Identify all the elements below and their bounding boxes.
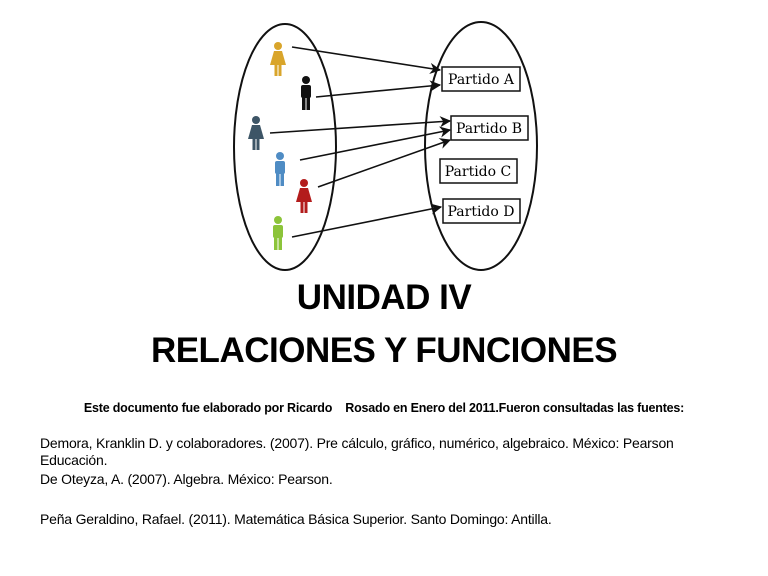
domain-set-ellipse (233, 23, 337, 271)
mapping-arrow (269, 116, 452, 134)
person-male-icon (273, 216, 283, 250)
reference-item: De Oteyza, A. (2007). Algebra. México: P… (40, 471, 333, 487)
title-line-1: UNIDAD IV (296, 278, 472, 317)
party-label: Partido C (445, 164, 512, 180)
credit-text: Este documento fue elaborado por Ricardo… (83, 401, 685, 415)
person-male-icon (301, 76, 311, 110)
party-label: Partido B (456, 121, 522, 137)
relation-diagram: Partido A Partido B Partido C Partido D (233, 21, 538, 271)
person-female-icon (296, 179, 312, 213)
mapping-arrow (291, 203, 443, 238)
reference-item: Peña Geraldino, Rafael. (2011). Matemáti… (40, 511, 552, 527)
person-female-icon (248, 116, 264, 150)
party-a-box: Partido A (441, 66, 521, 92)
party-c-box: Partido C (439, 158, 518, 184)
mapping-arrow (315, 80, 442, 98)
person-male-icon (275, 152, 285, 186)
party-b-box: Partido B (450, 115, 529, 141)
party-label: Partido D (448, 204, 515, 220)
mapping-arrow (291, 46, 442, 74)
party-d-box: Partido D (442, 198, 521, 224)
reference-item: Demora, Kranklin D. y colaboradores. (20… (40, 435, 674, 468)
codomain-set-ellipse (424, 21, 538, 271)
mapping-arrow (317, 138, 452, 188)
title-line-2: RELACIONES Y FUNCIONES (150, 331, 618, 370)
person-female-icon (270, 42, 286, 76)
party-label: Partido A (448, 72, 515, 88)
mapping-arrow (299, 126, 452, 161)
